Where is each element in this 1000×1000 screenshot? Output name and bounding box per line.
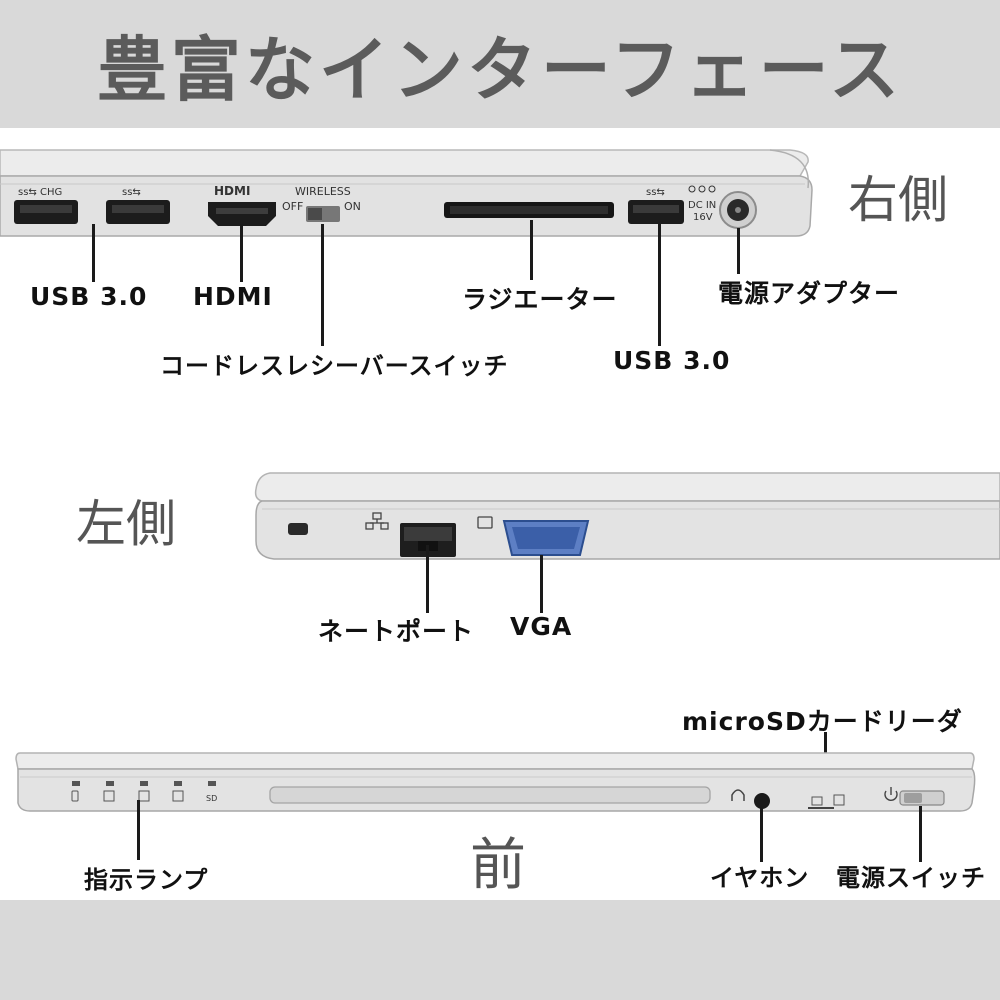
microsd-slot — [808, 807, 834, 809]
pointer-line-radiator — [530, 220, 533, 280]
vga-port — [502, 520, 590, 556]
radiator-vent — [444, 202, 614, 218]
page-title: 豊富なインターフェース — [96, 28, 904, 111]
wireless-switch-label: コードレスレシーバースイッチ — [160, 352, 509, 380]
indicators-label: 指示ランプ — [84, 866, 209, 894]
network-icon — [365, 512, 389, 530]
monitor-icon — [477, 516, 493, 529]
off-printed-label: OFF — [282, 200, 303, 213]
pointer-line-usb-left — [92, 224, 95, 282]
security-slot — [288, 523, 308, 535]
pointer-line-dc-in — [737, 228, 740, 274]
title-band: 豊富なインターフェース — [0, 0, 1000, 128]
power-icon — [884, 787, 898, 801]
dcin-printed-label: DC IN — [688, 200, 716, 211]
usb-port-2 — [106, 200, 170, 224]
pointer-line-wireless — [321, 224, 324, 346]
left-side-laptop-image — [254, 472, 1000, 560]
pointer-line-vga — [540, 555, 543, 613]
hdmi-printed-label: HDMI — [214, 184, 250, 198]
usb-charge-printed-label: ss⇆ CHG — [18, 187, 62, 198]
hdmi-label: HDMI — [193, 282, 273, 311]
pointer-line-hdmi — [240, 224, 243, 282]
pointer-line-usb-right — [658, 224, 661, 346]
usb-port-left — [14, 200, 78, 224]
pointer-line-lan — [426, 545, 429, 613]
headphone-icon — [731, 789, 745, 801]
front-laptop-image: SD — [15, 752, 976, 812]
usb-printed-label-2: ss⇆ — [646, 187, 665, 198]
right-side-heading: 右側 — [848, 171, 948, 229]
pointer-line-power-switch — [919, 806, 922, 862]
usb-port-right — [628, 200, 684, 224]
vga-label: VGA — [510, 612, 573, 641]
sd-indicator-printed-label: SD — [206, 794, 217, 803]
bottom-band — [0, 900, 1000, 1000]
polarity-icon-3 — [708, 185, 716, 193]
right-side-laptop-image: ss⇆ CHG ss⇆ HDMI WIRELESS OFF ON ss⇆ DC … — [0, 149, 813, 237]
left-side-heading: 左側 — [76, 495, 176, 553]
dc-in-port — [719, 191, 757, 229]
microsd-icon — [811, 796, 823, 806]
wireless-printed-label: WIRELESS — [295, 185, 351, 198]
usb-printed-label-1: ss⇆ — [122, 187, 141, 198]
usb-right-label: USB 3.0 — [613, 346, 731, 375]
usb-left-label: USB 3.0 — [30, 282, 148, 311]
polarity-icon — [688, 185, 696, 193]
pointer-line-earphone — [760, 808, 763, 862]
power-switch-label: 電源スイッチ — [836, 864, 986, 892]
lan-label: ネートポート — [318, 617, 475, 646]
on-printed-label: ON — [344, 200, 361, 213]
voltage-printed-label: 16V — [693, 212, 713, 223]
front-heading: 前 — [470, 833, 526, 898]
front-latch-recess — [269, 786, 711, 804]
earphone-label: イヤホン — [710, 864, 810, 892]
pointer-line-indicators — [137, 800, 140, 860]
earphone-jack — [754, 793, 770, 809]
hdmi-port — [208, 202, 276, 226]
wireless-switch — [306, 206, 340, 222]
radiator-label: ラジエーター — [462, 285, 618, 314]
power-adapter-label: 電源アダプター — [718, 279, 901, 308]
sd-card-icon — [833, 794, 845, 806]
polarity-icon-2 — [698, 185, 706, 193]
indicator-lamps — [71, 781, 216, 802]
microsd-label: microSDカードリーダ — [682, 707, 963, 736]
